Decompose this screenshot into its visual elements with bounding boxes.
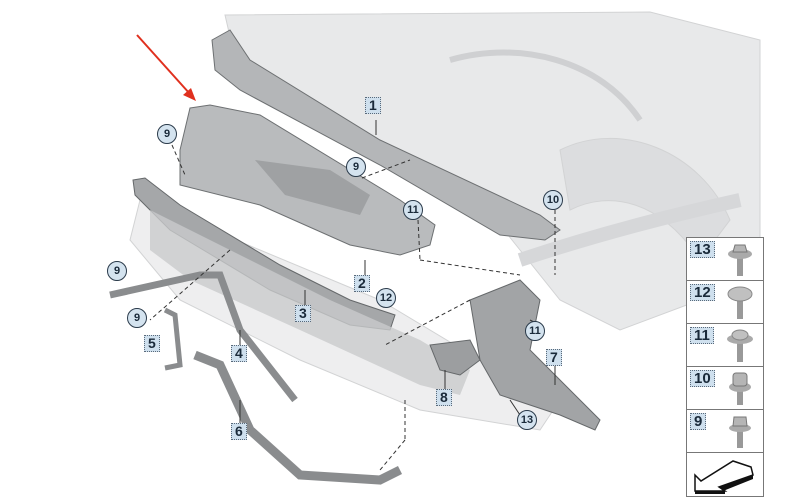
callout-9[interactable]: 9 (127, 308, 147, 328)
legend-number: 13 (690, 241, 715, 258)
part-8-bracket (429, 339, 481, 376)
callout-11[interactable]: 11 (403, 200, 423, 220)
legend-item-11[interactable]: 11 (687, 324, 763, 367)
part-label-6[interactable]: 6 (231, 423, 247, 440)
part-label-4[interactable]: 4 (231, 345, 247, 362)
part-label-1[interactable]: 1 (365, 97, 381, 114)
part-label-7[interactable]: 7 (546, 349, 562, 366)
legend-number: 12 (690, 284, 715, 301)
legend-item-12[interactable]: 12 (687, 281, 763, 324)
hex-bolt-icon (729, 416, 751, 448)
callout-9[interactable]: 9 (157, 124, 177, 144)
part-label-2[interactable]: 2 (354, 275, 370, 292)
part-6-strut (193, 350, 403, 485)
legend-item-9[interactable]: 9 (687, 410, 763, 453)
callout-11[interactable]: 11 (525, 321, 545, 341)
callout-9[interactable]: 9 (346, 157, 366, 177)
legend-number: 10 (690, 370, 715, 387)
callout-9[interactable]: 9 (107, 261, 127, 281)
washer-screw-icon (727, 329, 753, 362)
fastener-legend: 13 12 11 10 9 (686, 237, 764, 497)
legend-item-13[interactable]: 13 (687, 238, 763, 281)
part-label-3[interactable]: 3 (295, 305, 311, 322)
part-7-bracket (469, 279, 601, 431)
callout-13[interactable]: 13 (517, 410, 537, 430)
pan-head-screw-icon (727, 286, 753, 319)
legend-item-10[interactable]: 10 (687, 367, 763, 410)
callout-10[interactable]: 10 (543, 190, 563, 210)
torx-collar-bolt-icon (729, 372, 751, 405)
bumper-carrier (150, 210, 470, 395)
part-label-8[interactable]: 8 (436, 389, 452, 406)
solid-leaders (239, 120, 556, 424)
pointer-arrow-icon (136, 34, 196, 101)
front-direction-arrow-icon (694, 460, 754, 494)
part-5-bracket (163, 307, 183, 371)
front-direction-indicator (687, 453, 763, 495)
callout-12[interactable]: 12 (376, 288, 396, 308)
part-1-upper-carrier (211, 29, 561, 241)
part-4-strut (109, 271, 298, 403)
legend-number: 11 (690, 327, 714, 344)
legend-number: 9 (690, 413, 707, 430)
part-label-5[interactable]: 5 (144, 335, 160, 352)
hex-flange-bolt-icon (728, 244, 752, 276)
